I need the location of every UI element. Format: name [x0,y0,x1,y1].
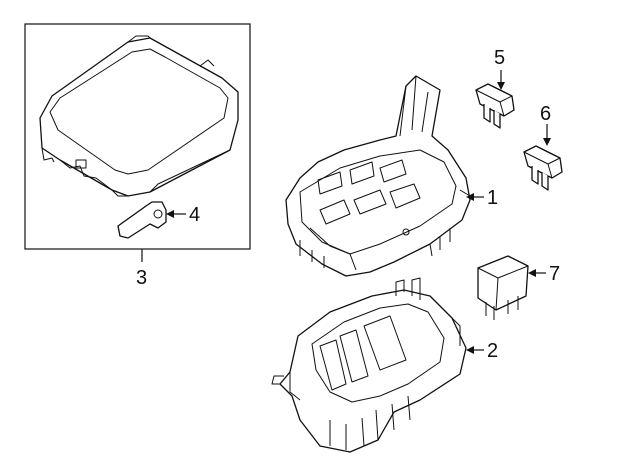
callout-1: 1 [487,187,498,209]
arrow-4 [166,210,174,218]
arrow-1 [466,193,474,201]
arrow-2 [466,346,474,354]
clip-part[interactable] [117,201,167,239]
fuse-5[interactable] [475,83,515,129]
arrow-6 [543,138,551,146]
callout-5: 5 [494,47,505,69]
callout-7: 7 [549,263,560,285]
callout-6: 6 [540,103,551,125]
callout-2: 2 [487,340,498,362]
fuse-relay-box[interactable] [285,75,471,277]
callout-3: 3 [136,267,147,289]
relay-7[interactable] [477,255,529,320]
fuse-6[interactable] [523,145,563,191]
lower-tray[interactable] [271,277,467,453]
arrow-7 [528,269,536,277]
fuse-box-cover[interactable] [39,35,239,197]
arrow-5 [497,82,505,90]
callout-4: 4 [189,204,200,226]
inset-frame [24,23,251,250]
